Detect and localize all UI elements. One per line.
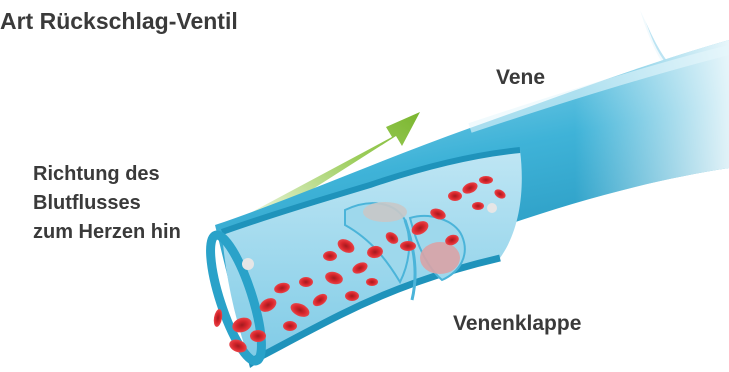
flow-direction-line-1: Richtung des <box>33 160 181 189</box>
flow-direction-label: Richtung des Blutflusses zum Herzen hin <box>33 160 181 247</box>
diagram-title: Art Rückschlag-Ventil <box>0 8 238 35</box>
flow-direction-line-3: zum Herzen hin <box>33 218 181 247</box>
flow-direction-line-2: Blutflusses <box>33 189 181 218</box>
vein-label: Vene <box>496 66 545 90</box>
valve-label: Venenklappe <box>453 312 581 336</box>
